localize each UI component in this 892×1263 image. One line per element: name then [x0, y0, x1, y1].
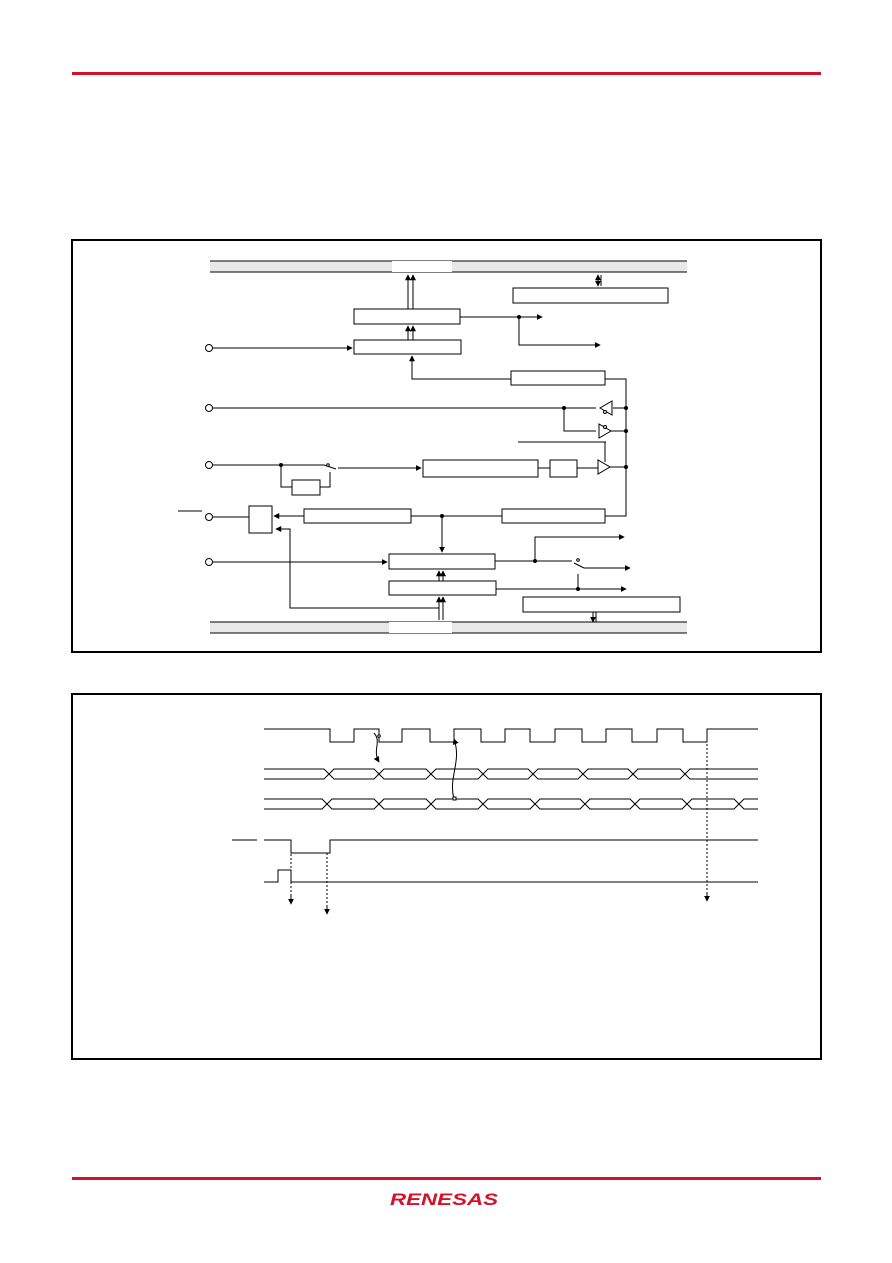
- clock-waveform: [264, 728, 758, 743]
- upper-buffer-block: [353, 308, 461, 325]
- lower-right-block: [501, 508, 606, 524]
- top-internal-bus: [210, 260, 687, 273]
- bottom-right-register-block: [522, 596, 681, 613]
- renesas-logo: RENESAS: [388, 1185, 500, 1211]
- lower-register-block: [388, 580, 497, 596]
- block-diagram: [178, 260, 687, 634]
- block-diagram-frame: [71, 239, 822, 653]
- control-waveform-1: [264, 839, 758, 854]
- control-waveform-2: [264, 869, 758, 883]
- timing-diagram-frame: [71, 693, 822, 1060]
- logo-text: RENESAS: [390, 1190, 499, 1209]
- lower-left-block: [303, 508, 412, 524]
- right-control-block: [510, 370, 606, 386]
- small-block-b: [291, 479, 321, 496]
- top-right-register-block: [512, 287, 669, 304]
- data-waveform-1: [264, 768, 758, 780]
- lower-buffer-block: [388, 553, 496, 570]
- small-block-a: [549, 459, 578, 478]
- shift-register-block: [353, 339, 462, 355]
- data-waveform-2: [264, 798, 758, 810]
- pin-circles: [205, 344, 213, 566]
- renesas-logo-icon: RENESAS: [390, 1190, 499, 1209]
- middle-long-block: [422, 459, 539, 478]
- bottom-internal-bus: [210, 621, 687, 634]
- footer-rule: [72, 1177, 821, 1180]
- gate-block: [248, 505, 273, 534]
- timing-diagram: [232, 728, 758, 915]
- header-rule: [72, 72, 821, 75]
